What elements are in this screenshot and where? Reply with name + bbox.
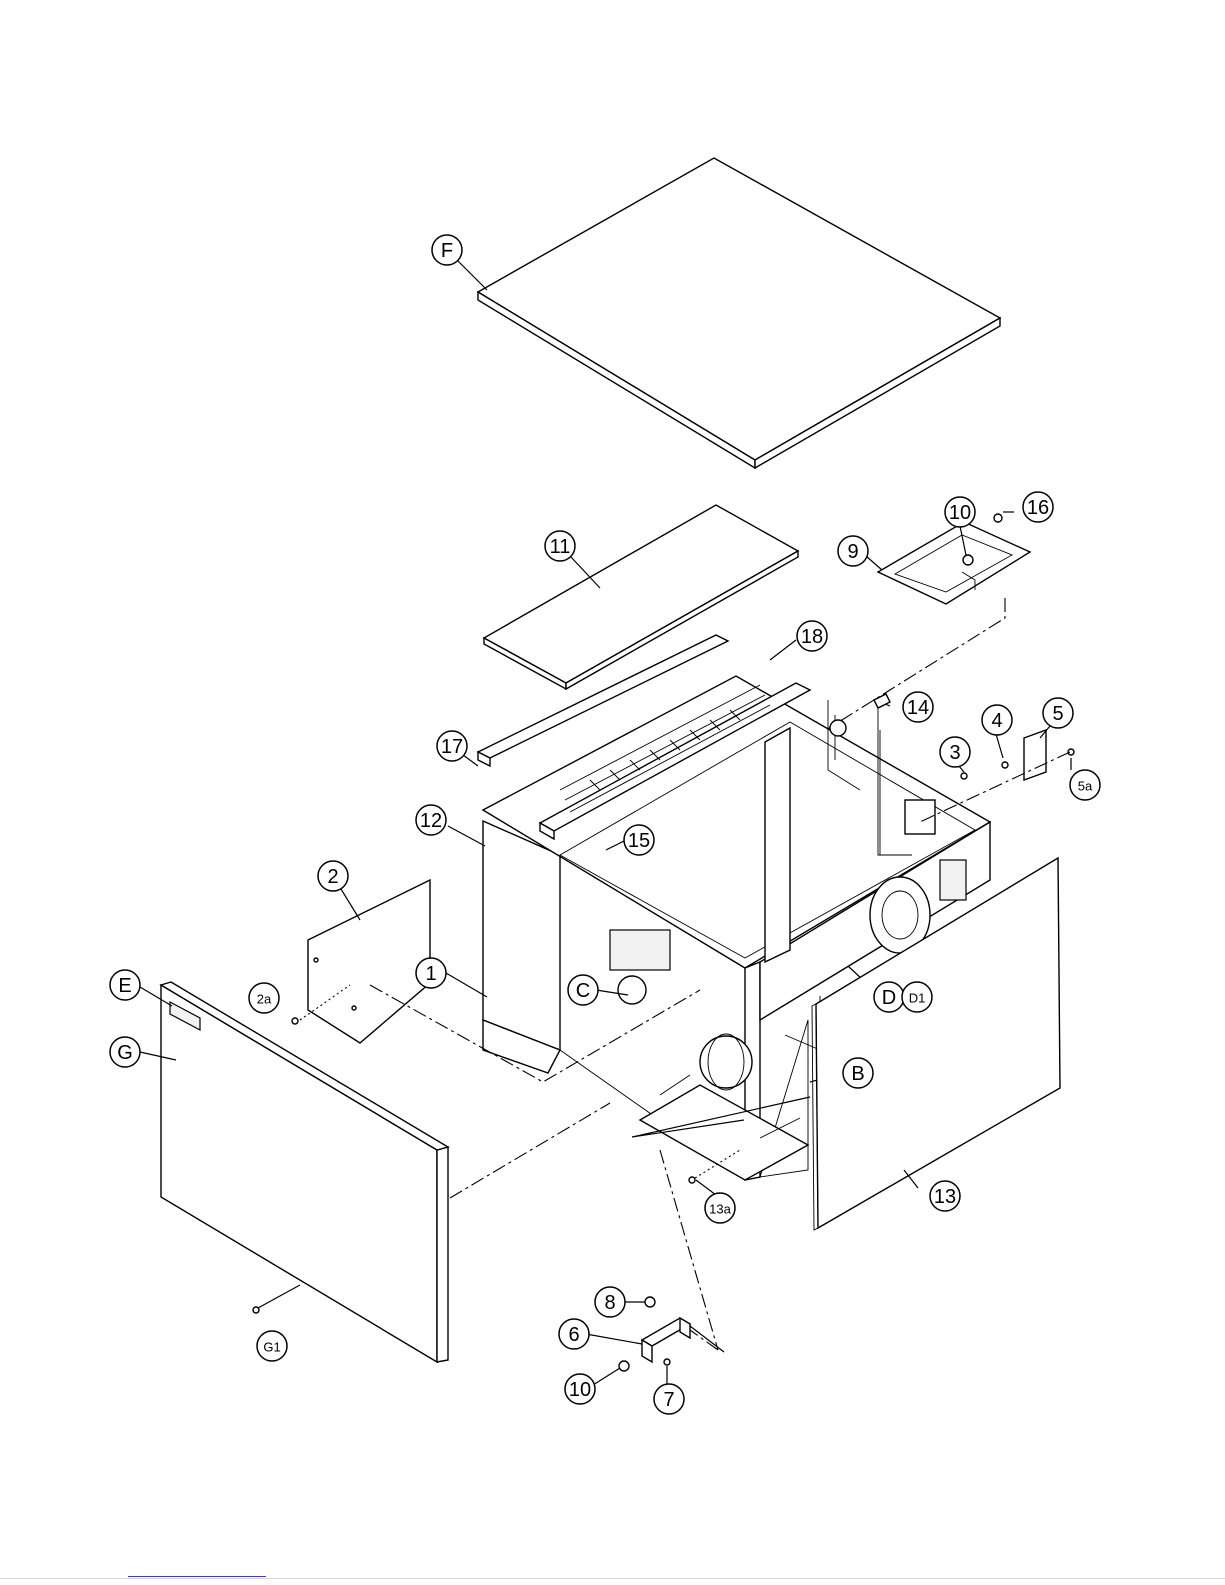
callout-10-bottom: 10 (565, 1374, 595, 1404)
callout-G1: G1 (257, 1331, 287, 1361)
callout-label: 11 (550, 536, 571, 558)
panel-2 (308, 880, 430, 1043)
leader-9 (866, 556, 882, 570)
leader-18 (770, 640, 796, 660)
centerline-g (450, 1103, 610, 1198)
leader-g1 (258, 1285, 300, 1308)
callout-label: G1 (263, 1340, 280, 1355)
callout-label: 10 (569, 1379, 591, 1401)
bracket-6 (619, 1297, 690, 1371)
footer-link-underline[interactable] (128, 1576, 266, 1577)
callout-C: C (568, 975, 598, 1005)
callout-label: D1 (909, 991, 926, 1006)
leader-f (458, 261, 487, 290)
top-panel (478, 158, 1000, 468)
plate-5 (961, 730, 1074, 780)
leader-12 (448, 826, 485, 846)
callout-label: 1 (425, 963, 436, 985)
callout-13a: 13a (705, 1193, 735, 1223)
callout-label: 3 (949, 742, 960, 764)
callout-label: 6 (568, 1324, 579, 1346)
front-panel-g (161, 982, 448, 1362)
panel-11 (484, 505, 798, 689)
callout-11: 11 (545, 531, 575, 561)
leader-2 (341, 889, 360, 920)
callout-label: 2a (257, 992, 272, 1007)
page-bottom-rule (0, 1578, 1225, 1579)
callout-label: 16 (1027, 497, 1049, 519)
callout-G: G (110, 1037, 140, 1067)
cover-9 (878, 514, 1030, 604)
callout-label: E (118, 975, 131, 997)
callout-label: C (576, 980, 590, 1002)
callout-label: 10 (949, 502, 971, 524)
callout-17: 17 (437, 731, 467, 761)
callout-2a: 2a (249, 983, 279, 1013)
part-14 (874, 694, 890, 708)
callout-label: 9 (847, 541, 858, 563)
callout-4: 4 (982, 705, 1012, 735)
callout-label: 4 (991, 710, 1002, 732)
callout-label: 12 (420, 810, 442, 832)
callout-3: 3 (940, 737, 970, 767)
callout-label: 13 (934, 1186, 956, 1208)
callout-5a: 5a (1070, 770, 1100, 800)
callout-E: E (110, 970, 140, 1000)
callout-label: 2 (327, 866, 338, 888)
callout-F: F (432, 235, 462, 265)
callout-1: 1 (416, 958, 446, 988)
callout-label: 7 (663, 1389, 674, 1411)
callout-label: B (851, 1063, 864, 1085)
callout-label: 14 (907, 697, 929, 719)
leader-4 (996, 734, 1003, 758)
callout-label: 17 (441, 736, 463, 758)
callout-13: 13 (930, 1181, 960, 1211)
callout-label: 8 (604, 1292, 615, 1314)
screw-g1 (253, 1307, 259, 1313)
callout-label: F (441, 240, 453, 262)
callout-label: G (117, 1042, 133, 1064)
leader-10-bottom (593, 1368, 620, 1385)
screw-13a (689, 1177, 695, 1183)
leader-6 (586, 1334, 642, 1344)
callout-D1: D1 (902, 982, 932, 1012)
leader-1 (446, 973, 487, 997)
callout-18: 18 (797, 621, 827, 651)
callout-label: 15 (628, 830, 650, 852)
callout-9: 9 (838, 536, 868, 566)
callout-14: 14 (903, 692, 933, 722)
leader-6-pointer (690, 1326, 724, 1352)
callout-label: 5 (1052, 703, 1063, 725)
callout-15: 15 (624, 825, 654, 855)
callout-label: D (882, 987, 896, 1009)
callout-8: 8 (595, 1287, 625, 1317)
callout-2: 2 (318, 861, 348, 891)
callout-16: 16 (1023, 492, 1053, 522)
screw-2a (292, 1018, 298, 1024)
callout-label: 18 (801, 626, 823, 648)
callout-6: 6 (559, 1319, 589, 1349)
callout-12: 12 (416, 805, 446, 835)
callout-label: 5a (1078, 779, 1093, 794)
callout-B: B (843, 1058, 873, 1088)
callout-5: 5 (1043, 698, 1073, 728)
callout-7: 7 (654, 1384, 684, 1414)
callout-10-top: 10 (945, 497, 975, 527)
callout-label: 13a (709, 1202, 731, 1217)
callout-D: D (874, 982, 904, 1012)
